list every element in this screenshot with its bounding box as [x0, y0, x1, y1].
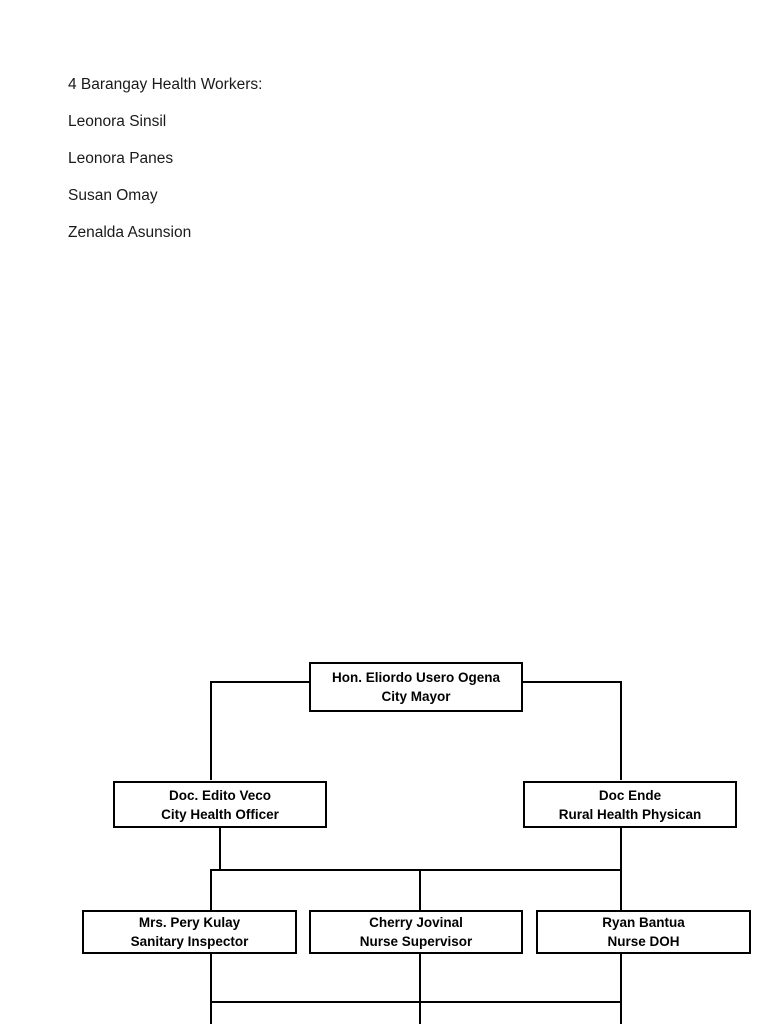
- connector-level4-drop-right: [620, 1001, 622, 1024]
- org-node-city-health-officer-line2: City Health Officer: [161, 806, 279, 822]
- org-node-nurse-supervisor-line1: Cherry Jovinal: [369, 915, 463, 930]
- connector-level4-drop-left: [210, 1001, 212, 1024]
- connector-health-officer-down: [219, 828, 221, 870]
- org-node-rural-health-physician-line1: Doc Ende: [598, 787, 662, 803]
- org-node-nurse-doh-line1: Ryan Bantua: [602, 915, 685, 930]
- org-node-nurse-supervisor[interactable]: Cherry Jovinal Nurse Supervisor: [309, 910, 523, 954]
- text-line-heading: 4 Barangay Health Workers:: [68, 76, 263, 93]
- text-line-worker-3: Susan Omay: [68, 187, 158, 204]
- org-node-nurse-doh-line2: Nurse DOH: [607, 934, 680, 949]
- connector-drop-nurse-supervisor: [419, 869, 421, 911]
- org-node-sanitary-inspector[interactable]: Mrs. Pery Kulay Sanitary Inspector: [82, 910, 297, 954]
- org-node-sanitary-inspector-line2: Sanitary Inspector: [130, 934, 249, 949]
- connector-mayor-left-horizontal: [210, 681, 312, 683]
- connector-mayor-left-vertical: [210, 681, 212, 780]
- org-node-city-health-officer[interactable]: Doc. Edito Veco City Health Officer: [113, 781, 327, 828]
- connector-mayor-right-horizontal: [522, 681, 622, 683]
- connector-level4-bus: [210, 1001, 622, 1003]
- text-line-worker-4: Zenalda Asunsion: [68, 224, 192, 241]
- document-text-block: 4 Barangay Health Workers: Leonora Sinsi…: [68, 66, 688, 251]
- org-node-nurse-doh[interactable]: Ryan Bantua Nurse DOH: [536, 910, 751, 954]
- connector-mayor-right-vertical: [620, 681, 622, 780]
- org-node-nurse-supervisor-line2: Nurse Supervisor: [359, 934, 473, 949]
- connector-drop-sanitary: [210, 869, 212, 911]
- connector-level4-drop-mid: [419, 1001, 421, 1024]
- connector-sanitary-down: [210, 954, 212, 1002]
- connector-rural-physician-down: [620, 828, 622, 870]
- connector-nurse-doh-down: [620, 954, 622, 1002]
- connector-drop-nurse-doh: [620, 869, 622, 911]
- org-node-city-mayor-line2: City Mayor: [381, 689, 451, 704]
- connector-level3-bus: [210, 869, 622, 871]
- org-node-city-mayor[interactable]: Hon. Eliordo Usero Ogena City Mayor: [309, 662, 523, 712]
- connector-nurse-supervisor-down: [419, 954, 421, 1002]
- text-line-worker-2: Leonora Panes: [68, 150, 174, 167]
- org-node-city-health-officer-line1: Doc. Edito Veco: [168, 787, 272, 803]
- org-node-rural-health-physician[interactable]: Doc Ende Rural Health Physican: [523, 781, 737, 828]
- org-node-sanitary-inspector-line1: Mrs. Pery Kulay: [138, 915, 241, 930]
- org-node-city-mayor-line1: Hon. Eliordo Usero Ogena: [331, 670, 501, 685]
- text-line-worker-1: Leonora Sinsil: [68, 113, 167, 130]
- org-node-rural-health-physician-line2: Rural Health Physican: [558, 806, 702, 822]
